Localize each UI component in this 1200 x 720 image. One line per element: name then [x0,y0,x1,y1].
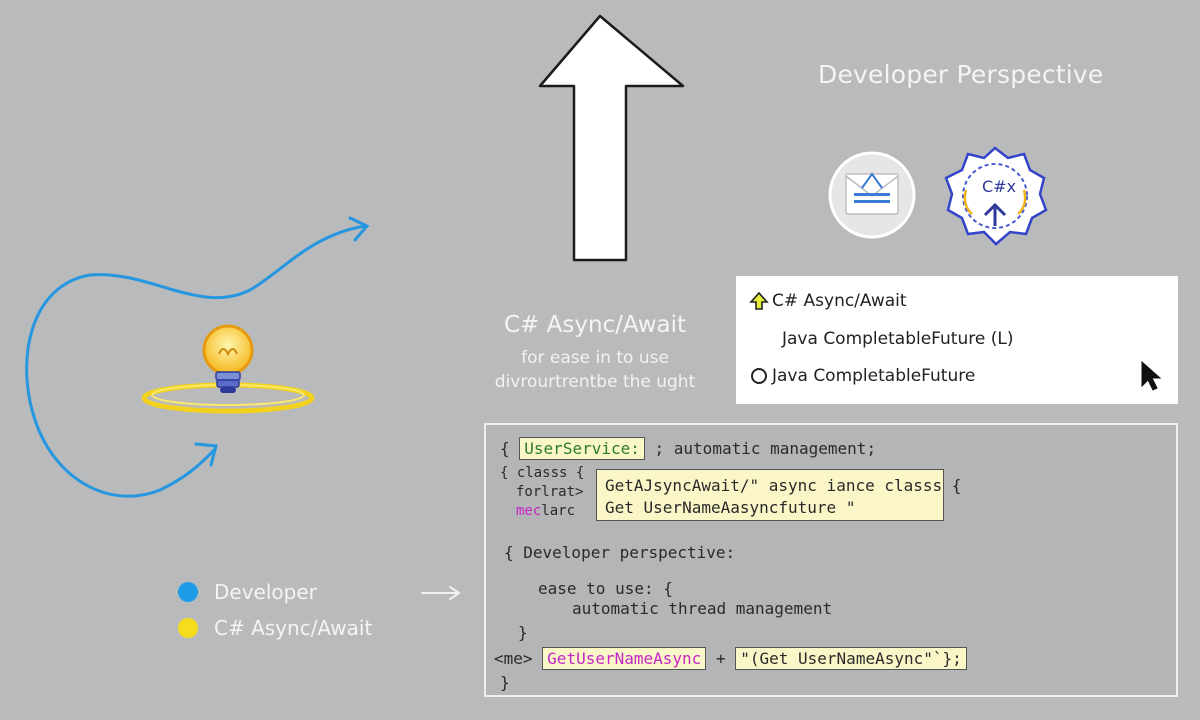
legend-developer: Developer [178,580,317,604]
code-line-1: { UserService: ; automatic management; [500,437,877,460]
option-label: Java CompletableFuture (L) [782,329,1014,349]
code-line-3: forlrat> [516,484,584,500]
center-title: C# Async/Await [503,312,687,338]
up-arrow-shape [538,14,685,262]
legend-dot-developer [178,582,198,602]
option-java-l[interactable]: Java CompletableFuture (L) [782,326,1013,352]
mouse-pointer-icon [1141,360,1162,391]
csharp-badge-icon: C#x [944,146,1048,246]
mail-icon [828,151,916,239]
center-subtitle-2: divrourtrentbe the ught [494,372,696,392]
center-subtitle-1: for ease in to use [521,348,669,368]
legend-label: Developer [214,580,317,604]
legend-csharp: C# Async/Await [178,616,372,640]
option-java[interactable]: Java CompletableFuture [746,363,975,389]
code-line-9: <me> GetUserNameAsync + "(Get UserNameAs… [494,647,967,670]
up-arrow-icon [746,291,772,311]
code-line-6: ease to use: { [538,579,673,598]
option-label: Java CompletableFuture [772,366,976,386]
code-line-8: } [518,623,528,642]
lightbulb-icon [141,324,315,414]
option-csharp[interactable]: C# Async/Await [746,288,907,314]
legend-label: C# Async/Await [214,616,373,640]
loop-arrow [25,216,370,498]
code-line-2: { classs { [500,465,585,481]
option-panel: C# Async/Await Java CompletableFuture (L… [736,276,1178,404]
code-line-7: automatic thread management [572,599,833,618]
code-panel: { UserService: ; automatic management; {… [484,423,1178,697]
legend-dot-csharp [178,618,198,638]
string-token: "(Get UserNameAsync"`}; [735,647,967,670]
getusernameasync-token: GetUserNameAsync [542,647,707,670]
perspective-title: Developer Perspective [818,60,1104,89]
legend-arrow [421,586,461,600]
code-line-10: } [500,673,510,692]
userservice-token: UserService: [519,437,645,460]
code-box-line-2: Get UserNameAasyncfuture " [605,498,856,517]
svg-text:C#x: C#x [982,177,1016,196]
code-box-line-1: GetAJsyncAwait/" async iance classs { [605,476,962,495]
code-highlight-box: GetAJsyncAwait/" async iance classs { Ge… [596,469,961,521]
code-line-5: { Developer perspective: [504,543,736,562]
option-label: C# Async/Await [772,291,907,311]
code-line-4: meclarc [516,503,576,519]
circle-icon [746,368,772,384]
